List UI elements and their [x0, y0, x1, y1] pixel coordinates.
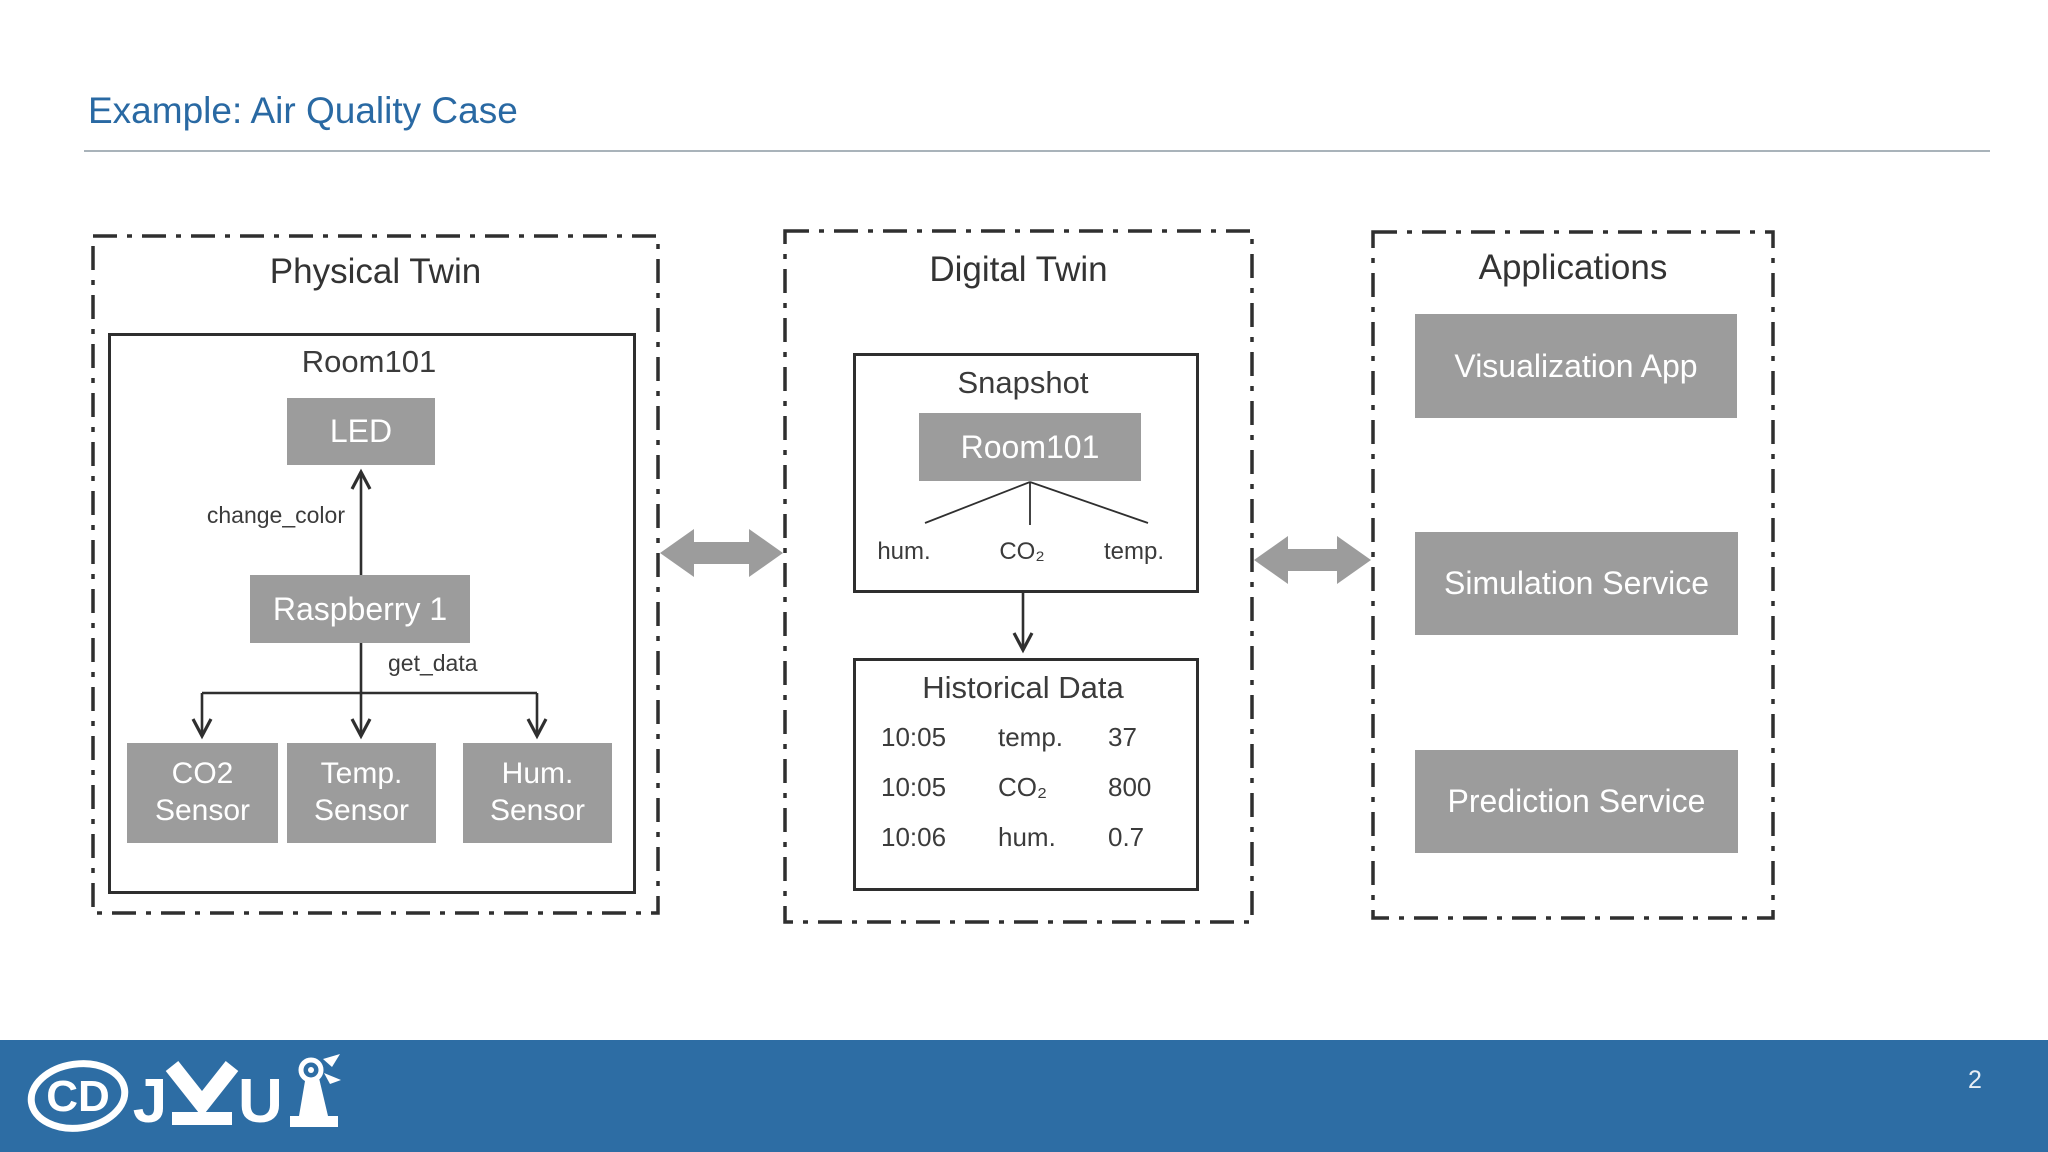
applications-boundary [1371, 230, 1775, 920]
robot-arm-icon [290, 1054, 341, 1127]
sync-arrow-physical-digital [660, 529, 783, 577]
historical-row: 10:05 CO₂ 800 [881, 772, 1173, 803]
hum-sensor-node: Hum. Sensor [463, 743, 612, 843]
change-color-label: change_color [206, 502, 345, 528]
visualization-app-node: Visualization App [1415, 314, 1737, 418]
snapshot-room101-node: Room101 [919, 413, 1141, 481]
page-number: 2 [1968, 1066, 1982, 1094]
page-title: Example: Air Quality Case [88, 90, 518, 131]
prediction-service-node: Prediction Service [1415, 750, 1738, 853]
svg-text:U: U [238, 1067, 283, 1136]
title-underline [84, 150, 1990, 152]
physical-twin-arrows [191, 468, 548, 740]
historical-data-box [853, 658, 1199, 891]
snapshot-title: Snapshot [957, 365, 1089, 400]
co2-sensor-node: CO2 Sensor [127, 743, 278, 843]
snapshot-box [853, 353, 1199, 593]
row-time: 10:05 [881, 772, 947, 802]
room101-box [108, 333, 636, 894]
row-metric: hum. [998, 822, 1056, 852]
get-data-label: get_data [388, 650, 478, 676]
historical-data-title: Historical Data [922, 670, 1124, 705]
svg-text:CD: CD [46, 1072, 110, 1121]
snapshot-attr-temp: temp. [1103, 538, 1165, 565]
row-time: 10:06 [881, 822, 947, 852]
fan-line-hum [924, 481, 1031, 524]
snapshot-attr-hum: hum. [877, 538, 931, 565]
raspberry-node: Raspberry 1 [250, 575, 470, 643]
historical-row: 10:06 hum. 0.7 [881, 822, 1173, 853]
physical-twin-title: Physical Twin [269, 252, 482, 291]
digital-twin-boundary [783, 229, 1254, 924]
historical-row: 10:05 temp. 37 [881, 722, 1173, 753]
row-value: 37 [1108, 722, 1137, 752]
row-metric: temp. [998, 722, 1064, 752]
temp-sensor-node: Temp. Sensor [287, 743, 436, 843]
physical-twin-boundary [91, 234, 660, 915]
simulation-service-node: Simulation Service [1415, 532, 1738, 635]
snapshot-attr-co2: CO₂ [999, 538, 1045, 565]
room101-label: Room101 [301, 344, 437, 379]
row-value: 0.7 [1108, 822, 1145, 852]
svg-text:J: J [133, 1067, 167, 1136]
fan-line-temp [1029, 481, 1149, 524]
row-time: 10:05 [881, 722, 947, 752]
digital-twin-title: Digital Twin [929, 250, 1108, 289]
footer-bar: CD J U https://github.com/derlehner/Digi… [0, 1040, 2048, 1152]
row-metric: CO₂ [998, 772, 1048, 802]
applications-title: Applications [1478, 248, 1668, 287]
led-node: LED [287, 398, 435, 465]
snapshot-attribute-lines [924, 481, 1149, 525]
cdl-jku-logo-icon: CD J U [27, 1054, 341, 1136]
sync-arrow-digital-applications [1254, 536, 1371, 584]
row-value: 800 [1108, 772, 1152, 802]
